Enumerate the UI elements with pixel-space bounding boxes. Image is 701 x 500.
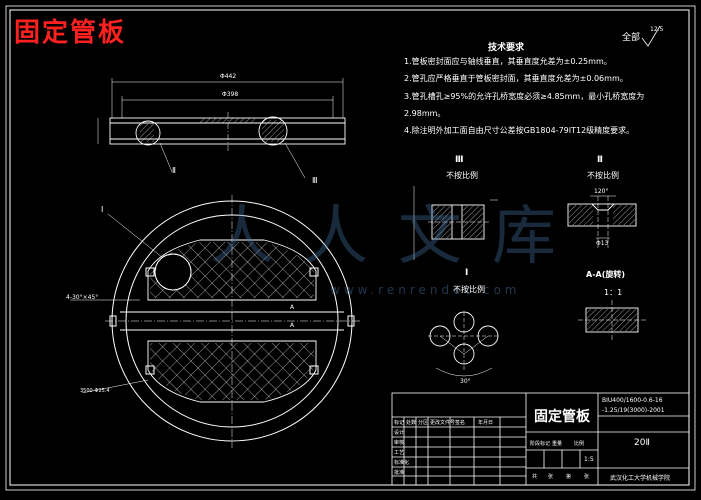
col-zone: 分区 bbox=[418, 420, 429, 426]
detail-II-angle: 120° bbox=[594, 188, 609, 195]
school-name: 武汉化工大学机械学院 bbox=[610, 475, 671, 482]
col-count: 处数 bbox=[406, 420, 417, 426]
meta-scale: 比例 bbox=[574, 441, 585, 447]
row-review: 审核 bbox=[394, 440, 405, 446]
marker-II: Ⅱ bbox=[172, 166, 176, 175]
col-date: 年月日 bbox=[478, 420, 494, 426]
drawing-title: 固定管板 bbox=[14, 18, 127, 48]
roughness-symbol bbox=[641, 25, 661, 47]
sheet-unit-2: 张 bbox=[584, 474, 590, 480]
sheet-unit-1: 张 bbox=[548, 474, 554, 480]
detail-I-scale: 不按比例 bbox=[453, 285, 485, 294]
col-mark: 标记 bbox=[394, 420, 405, 426]
hole-callout: 3500-Φ25.4 bbox=[80, 388, 110, 394]
spec-line-1: BIU400/1600-0.6-16 bbox=[602, 397, 663, 404]
marker-I: Ⅰ bbox=[101, 205, 104, 214]
col-sign: 签名 bbox=[455, 420, 466, 426]
title-block-grid bbox=[391, 392, 690, 486]
tech-heading: 技术要求 bbox=[488, 43, 525, 53]
detail-I bbox=[428, 311, 500, 377]
inner-frame bbox=[9, 9, 690, 486]
section-marker-A2: A bbox=[290, 322, 295, 329]
surface-all-label: 全部 bbox=[622, 33, 641, 43]
tube-pattern-hatch bbox=[150, 242, 314, 400]
scale-value: 1:5 bbox=[584, 456, 594, 463]
outer-dia-dim: Φ442 bbox=[220, 73, 237, 80]
detail-I-label: Ⅰ bbox=[465, 268, 469, 278]
tech-item-1: 1.管板密封面应与轴线垂直，其垂直度允差为±0.25mm。 bbox=[404, 57, 612, 66]
col-change: 更改文件号 bbox=[430, 420, 456, 426]
material: 20Ⅱ bbox=[634, 438, 650, 448]
meta-weight: 重量 bbox=[552, 441, 563, 447]
sheet-total: 共 bbox=[532, 474, 538, 480]
tech-item-2: 2.管孔应严格垂直于管板密封面，其垂直度允差为±0.06mm。 bbox=[404, 74, 628, 83]
roughness-value: 12.5 bbox=[650, 26, 664, 33]
sheet-no: 第 bbox=[566, 474, 572, 480]
row-approve: 批准 bbox=[394, 470, 405, 476]
detail-II-dia: Φ13 bbox=[596, 240, 609, 247]
chamfer-dim: 4-30°×45° bbox=[66, 294, 99, 301]
detail-II-label: Ⅱ bbox=[597, 155, 603, 165]
detail-II-scale: 不按比例 bbox=[587, 171, 619, 180]
front-view bbox=[70, 195, 360, 448]
marker-III: Ⅲ bbox=[312, 176, 318, 185]
meta-stage: 阶段标记 bbox=[530, 441, 551, 447]
inner-dia-dim: Φ398 bbox=[222, 91, 239, 98]
part-name: 固定管板 bbox=[534, 409, 590, 425]
watermark-text: 人人文库 bbox=[210, 200, 586, 274]
section-AA-scale: 1：1 bbox=[604, 288, 623, 297]
outer-frame bbox=[5, 5, 696, 491]
section-AA-label: A-A(旋转) bbox=[586, 270, 626, 279]
detail-III-label: Ⅲ bbox=[455, 155, 464, 165]
detail-III-scale: 不按比例 bbox=[446, 171, 478, 180]
spec-line-2: -1.25/19(3000)-2001 bbox=[602, 407, 665, 414]
row-design: 设计 bbox=[394, 430, 405, 436]
row-process: 工艺 bbox=[394, 450, 405, 456]
side-view-hatch bbox=[140, 118, 284, 142]
tech-item-3b: 2.98mm。 bbox=[404, 109, 446, 118]
detail-II bbox=[567, 195, 637, 248]
tech-item-3: 3.管孔槽孔≥95%的允许孔桥宽度必须≥4.85mm，最小孔桥宽度为 bbox=[404, 92, 645, 101]
watermark-url: www.renrendoc.com bbox=[330, 283, 521, 297]
tech-item-4: 4.除注明外加工面自由尺寸公差按GB1804-79IT12级精度要求。 bbox=[404, 126, 635, 135]
row-standard: 标准化 bbox=[394, 460, 410, 466]
detail-I-angle: 30° bbox=[460, 378, 471, 385]
section-marker-A1: A bbox=[290, 304, 295, 311]
